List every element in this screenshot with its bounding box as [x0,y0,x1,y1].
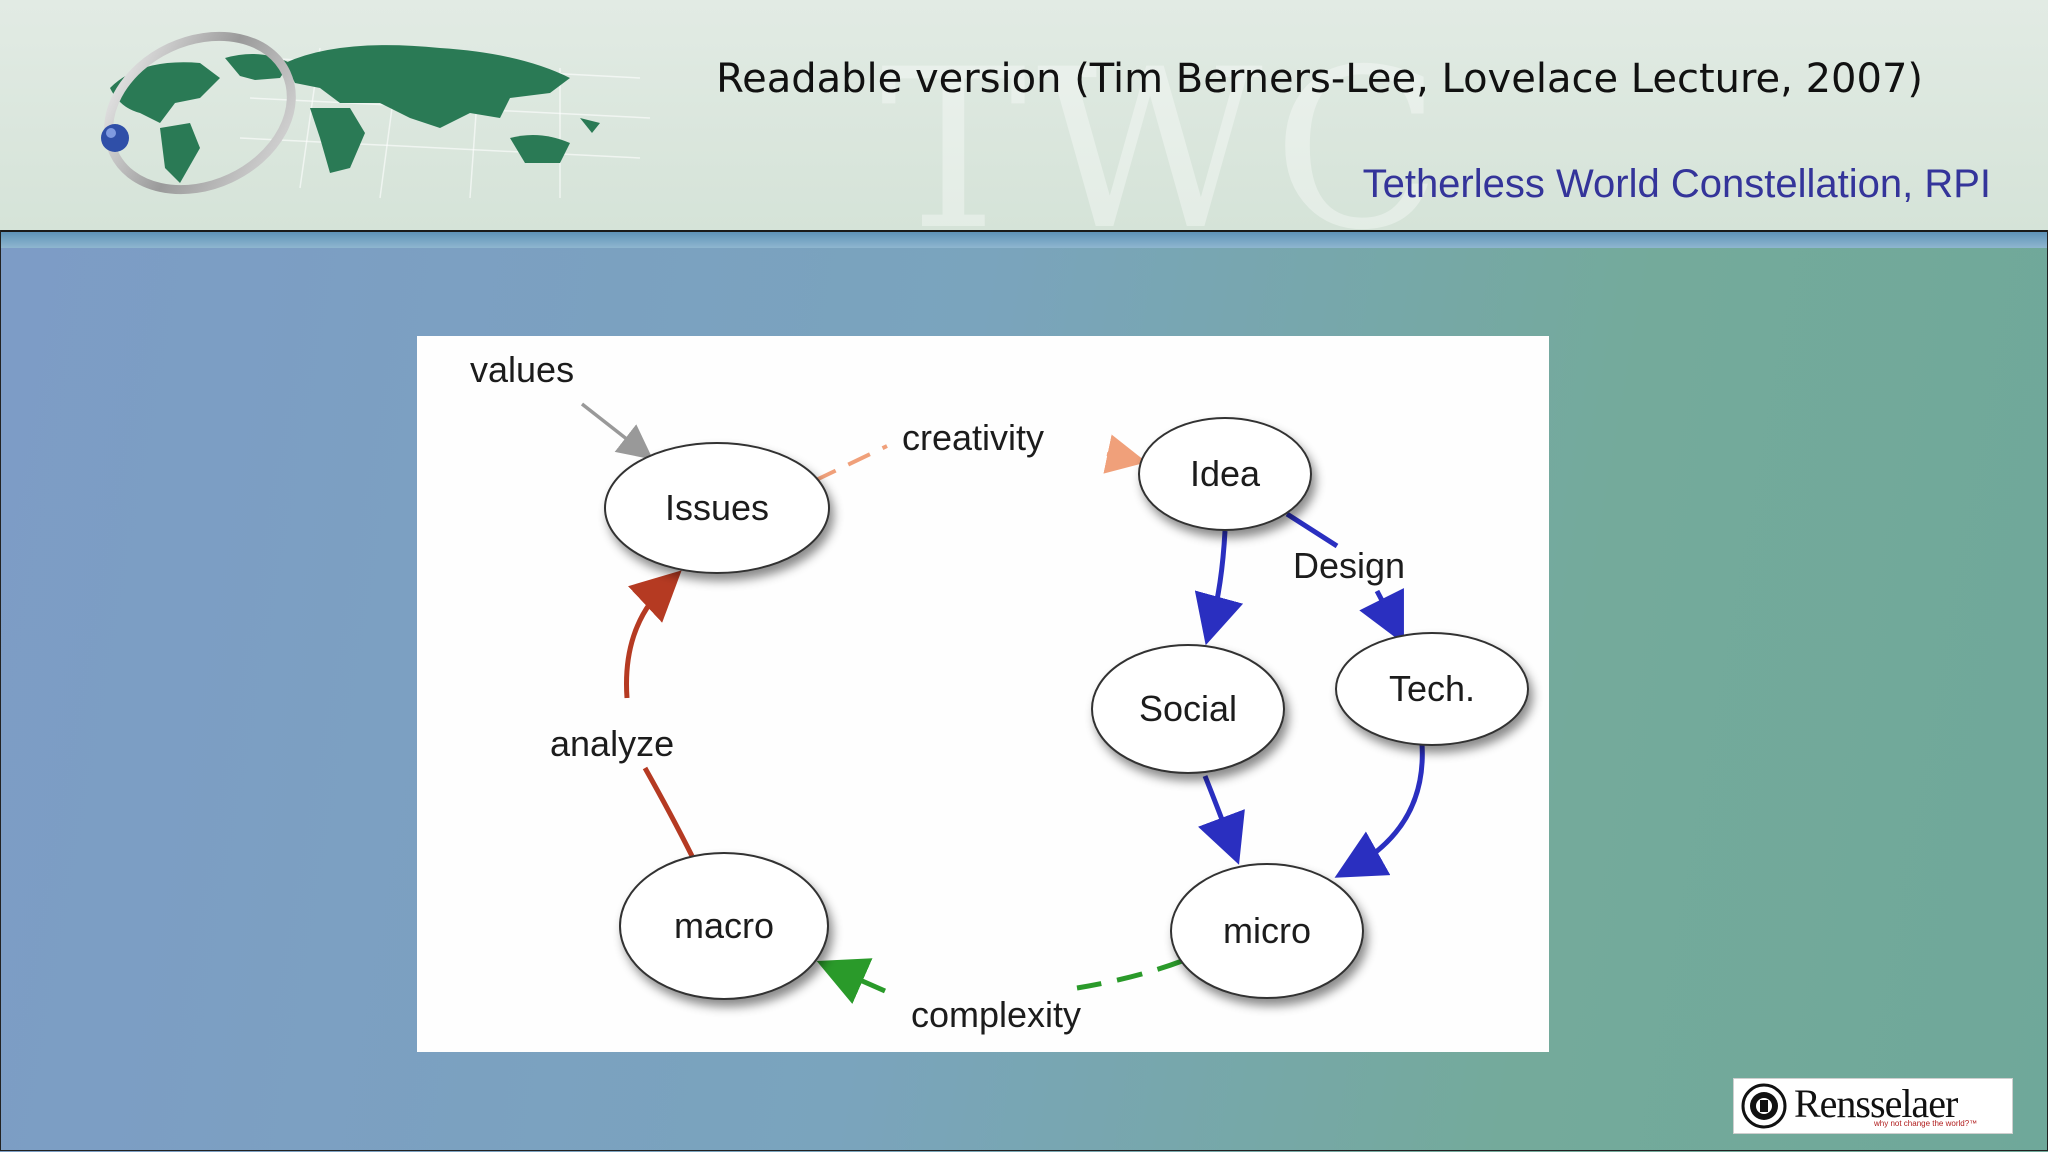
slide-subtitle: Tetherless World Constellation, RPI [1362,162,1991,206]
design-arrow-lower [1359,587,1404,644]
rensselaer-logo: Rensselaer why not change the world?™ [1733,1078,2013,1134]
rensselaer-logo-tagline: why not change the world?™ [1874,1119,1978,1128]
design-arrow-upper [1285,511,1339,549]
slide-title: Readable version (Tim Berners-Lee, Lovel… [716,56,1923,102]
node-tech: Tech. [1335,632,1529,746]
creativity-arrow [813,444,888,483]
diagram-canvas: Issues Idea Social Tech. micro macro [470,349,1529,1035]
node-social-label: Social [1139,688,1237,729]
complexity-arrow [1076,958,1183,991]
node-tech-label: Tech. [1389,668,1475,709]
tech-to-micro-arrow [1334,743,1425,878]
rensselaer-seal-icon [1741,1083,1787,1129]
values-arrow [580,402,654,460]
node-macro: macro [619,852,829,1000]
rensselaer-logo-text: Rensselaer [1794,1081,1958,1126]
idea-to-social-arrow [1194,530,1244,646]
header-divider-band [0,232,2048,248]
edge-label-analyze: analyze [550,723,674,764]
creativity-arrowhead [1103,434,1147,474]
edge-label-design: Design [1293,545,1405,586]
edge-label-complexity: complexity [911,994,1081,1035]
complexity-arrowhead [816,958,887,1004]
node-idea: Idea [1138,417,1312,531]
header-divider [0,230,2048,232]
world-globe-logo [101,31,651,199]
header-watermark: TWC [880,22,1452,278]
node-social: Social [1091,644,1285,774]
edge-label-creativity: creativity [902,417,1044,458]
analyze-arrow-upper [624,570,682,699]
node-micro-label: micro [1223,910,1311,951]
node-micro: micro [1170,863,1364,999]
node-issues-label: Issues [665,487,769,528]
analyze-arrow-lower [642,766,695,858]
node-idea-label: Idea [1190,453,1261,494]
node-macro-label: macro [674,905,774,946]
edge-label-values: values [470,349,574,390]
node-issues: Issues [604,442,830,574]
social-to-micro-arrow [1198,775,1245,865]
web-science-cycle-diagram: Issues Idea Social Tech. micro macro [417,336,1549,1052]
slide-header: TWC [0,0,2048,260]
